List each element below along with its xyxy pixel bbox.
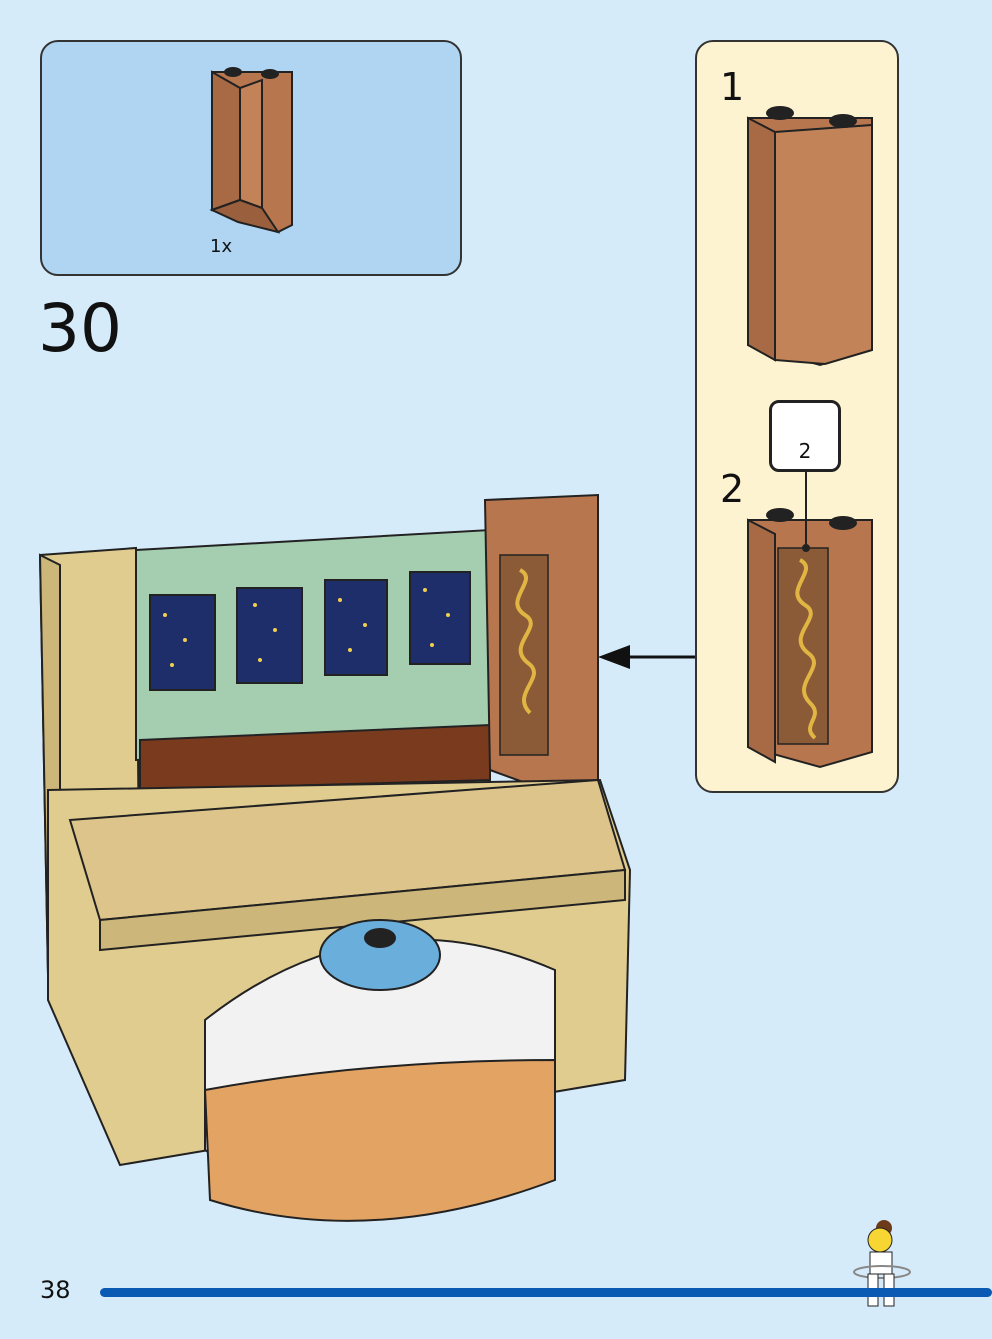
sub-step-number: 1: [720, 65, 745, 109]
progress-bar: [100, 1288, 992, 1297]
placement-arrow-icon: [598, 645, 695, 669]
part-quantity: 1x: [210, 236, 233, 257]
sticker-number: 2: [798, 439, 812, 463]
decorated-corner-panel-icon: [747, 472, 873, 769]
brown-corner-panel-brick-icon: [747, 106, 873, 367]
step-number: 30: [38, 290, 122, 367]
sub-step-number: 2: [720, 467, 745, 511]
sticker-callout: 2: [769, 400, 841, 472]
page-number: 38: [40, 1276, 71, 1304]
model-render: [38, 493, 632, 1222]
brown-corner-panel-brick-icon: [209, 67, 293, 234]
